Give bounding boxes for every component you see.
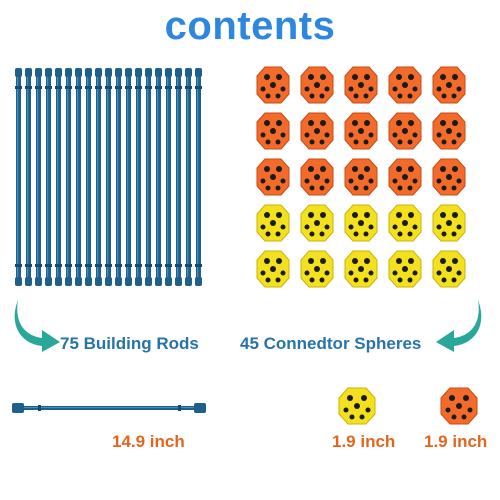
orange-sphere — [300, 158, 334, 196]
single-rod — [12, 403, 206, 413]
single-yellow-sphere — [338, 387, 376, 425]
orange-sphere — [388, 66, 422, 104]
sphere-grid — [256, 66, 466, 288]
rod — [195, 68, 202, 286]
yellow-sphere — [388, 250, 422, 288]
yellow-sphere — [300, 204, 334, 242]
rod — [165, 68, 172, 286]
yellow-sphere — [432, 204, 466, 242]
curved-arrow-left-icon — [14, 300, 60, 352]
orange-sphere — [432, 66, 466, 104]
rod — [95, 68, 102, 286]
orange-sphere — [388, 158, 422, 196]
orange-sphere — [344, 66, 378, 104]
curved-arrow-right-icon — [436, 300, 482, 352]
rod — [175, 68, 182, 286]
yellow-sphere — [256, 204, 290, 242]
orange-sphere — [256, 66, 290, 104]
orange-sphere — [344, 158, 378, 196]
rods-caption: 75 Building Rods — [60, 334, 199, 353]
rod — [25, 68, 32, 286]
rod — [115, 68, 122, 286]
orange-sphere-size-label: 1.9 inch — [424, 432, 488, 451]
rod — [55, 68, 62, 286]
yellow-sphere — [256, 250, 290, 288]
rod — [155, 68, 162, 286]
yellow-sphere — [432, 250, 466, 288]
yellow-sphere — [300, 250, 334, 288]
spheres-caption: 45 Connedtor Spheres — [240, 334, 422, 353]
rod-length-label: 14.9 inch — [112, 432, 185, 451]
orange-sphere — [256, 158, 290, 196]
rod — [105, 68, 112, 286]
rod — [135, 68, 142, 286]
yellow-sphere — [344, 250, 378, 288]
rod — [45, 68, 52, 286]
single-orange-sphere — [440, 387, 478, 425]
orange-sphere — [432, 158, 466, 196]
rod — [75, 68, 82, 286]
rod — [35, 68, 42, 286]
rod — [145, 68, 152, 286]
orange-sphere — [300, 66, 334, 104]
page-title: contents — [164, 4, 336, 48]
yellow-sphere — [344, 204, 378, 242]
rod — [15, 68, 22, 286]
rod-bundle — [15, 68, 202, 286]
rod — [65, 68, 72, 286]
rod — [85, 68, 92, 286]
orange-sphere — [256, 112, 290, 150]
rod — [185, 68, 192, 286]
yellow-sphere — [388, 204, 422, 242]
orange-sphere — [432, 112, 466, 150]
yellow-sphere-size-label: 1.9 inch — [332, 432, 396, 451]
orange-sphere — [344, 112, 378, 150]
rod — [125, 68, 132, 286]
orange-sphere — [388, 112, 422, 150]
orange-sphere — [300, 112, 334, 150]
